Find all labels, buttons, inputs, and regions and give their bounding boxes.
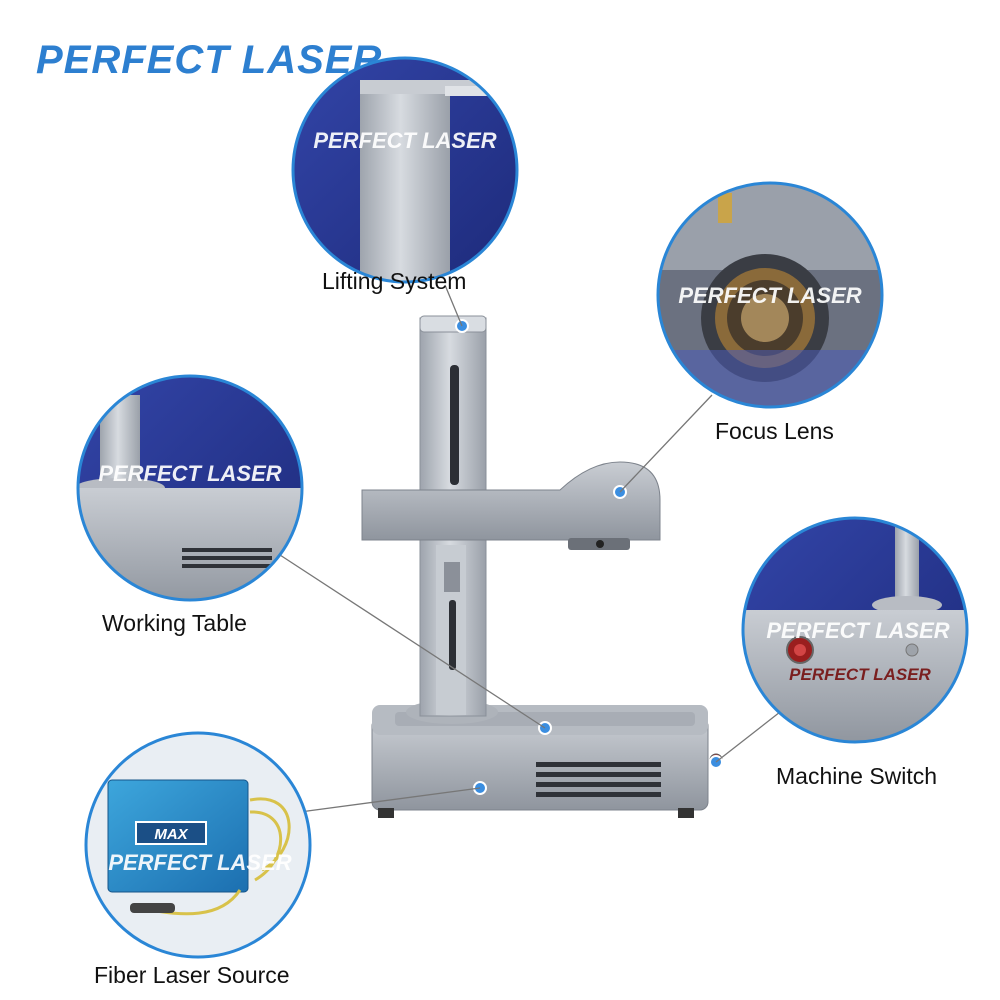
label-fiber-laser-source: Fiber Laser Source [94, 962, 290, 988]
laser-brand-label: MAX [154, 826, 188, 843]
callout-lifting-system: PERFECT LASER [291, 56, 519, 284]
watermark-text: PERFECT LASER [313, 128, 496, 153]
label-machine-switch: Machine Switch [776, 763, 938, 789]
leader-lines [279, 284, 781, 813]
brand-logo: PERFECT LASER [36, 38, 383, 82]
watermark-text: PERFECT LASER [98, 461, 281, 486]
callout-working-table: PERFECT LASER [76, 374, 304, 602]
label-lifting-system: Lifting System [322, 268, 467, 294]
laser-marking-machine [361, 315, 723, 818]
callout-fiber-laser-source: MAX PERFECT LASER [84, 731, 312, 959]
panel-brand-text: PERFECT LASER [789, 665, 931, 684]
label-focus-lens: Focus Lens [715, 418, 834, 444]
watermark-text: PERFECT LASER [766, 618, 949, 643]
callout-focus-lens: PERFECT LASER [656, 181, 884, 409]
callout-machine-switch: PERFECT LASER PERFECT LASER [741, 516, 969, 744]
label-working-table: Working Table [102, 610, 247, 636]
watermark-text: PERFECT LASER [678, 283, 861, 308]
watermark-text: PERFECT LASER [108, 850, 291, 875]
